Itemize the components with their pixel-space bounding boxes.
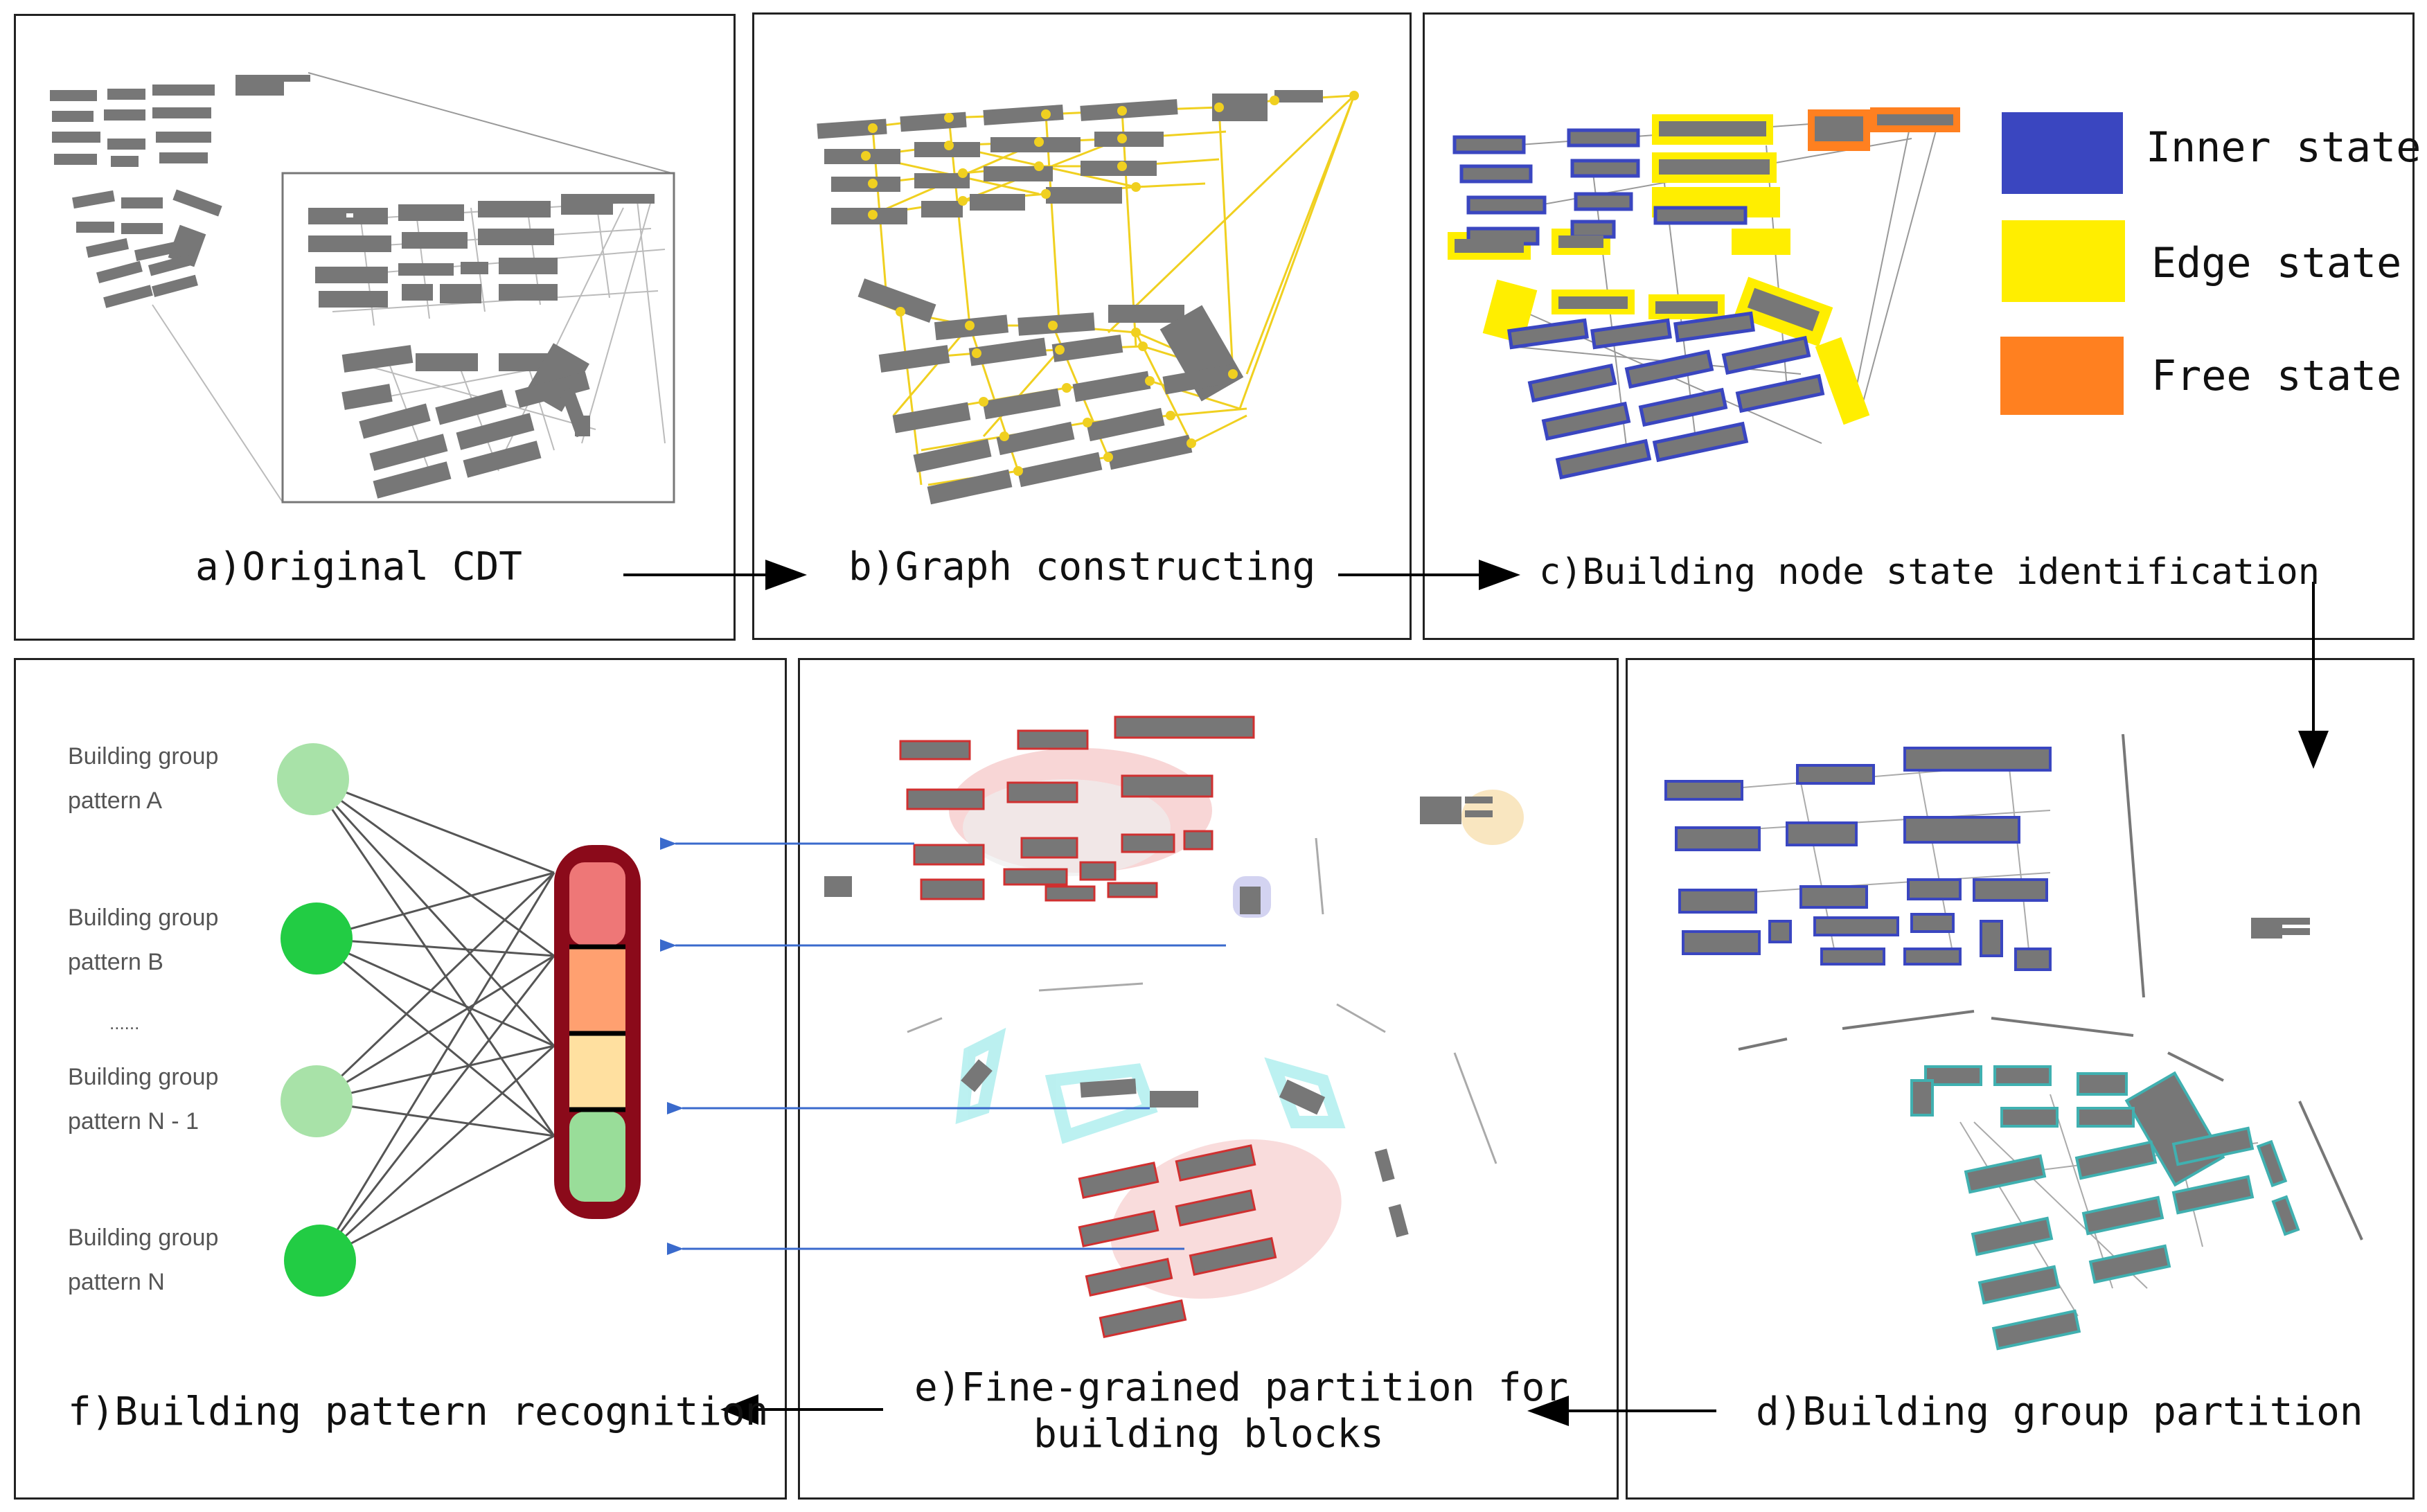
panel-pattern-recognition <box>14 658 787 1500</box>
group-partition-illustration <box>1664 733 2363 1351</box>
pattern-n-1-node <box>281 1065 353 1137</box>
legend-swatch-edge <box>2002 220 2125 302</box>
caption-b: b)Graph constructing <box>848 544 1316 589</box>
pattern-b-node <box>281 902 353 975</box>
caption-f: f)Building pattern recognition <box>68 1389 769 1434</box>
pattern-a-line2: pattern A <box>68 788 163 814</box>
pattern-b-line1: Building group <box>68 905 219 931</box>
legend-swatch-inner <box>2002 112 2123 194</box>
feature-vector <box>554 845 641 1219</box>
pattern-a-node <box>277 743 349 815</box>
vector-segment-3 <box>569 1035 625 1108</box>
pattern-n-1-line1: Building group <box>68 1064 219 1090</box>
legend-label-free: Free state <box>2151 352 2402 400</box>
legend-label-edge: Edge state <box>2151 239 2402 287</box>
caption-a: a)Original CDT <box>195 544 523 589</box>
vector-segment-4 <box>569 1112 625 1202</box>
legend-swatch-free <box>2000 337 2124 415</box>
pattern-ellipsis: ...... <box>109 1013 140 1033</box>
pattern-n-node <box>284 1225 356 1297</box>
pattern-n-line1: Building group <box>68 1225 219 1251</box>
pattern-b-label: Building group pattern B <box>68 896 218 984</box>
caption-d: d)Building group partition <box>1756 1389 2363 1434</box>
caption-e-line2: building blocks <box>1033 1412 1384 1457</box>
neural-network-illustration <box>310 778 555 1262</box>
pattern-n-label: Building group pattern N <box>68 1216 218 1304</box>
pattern-n-1-line2: pattern N - 1 <box>68 1108 199 1135</box>
graph-illustration <box>817 90 1359 505</box>
caption-e-line1: e)Fine-grained partition for <box>914 1365 1569 1410</box>
pattern-a-label: Building group pattern A <box>68 734 218 823</box>
caption-c: c)Building node state identification <box>1539 551 2320 593</box>
pattern-b-line2: pattern B <box>68 949 163 975</box>
vector-segment-1 <box>569 862 625 945</box>
pattern-a-line1: Building group <box>68 743 219 770</box>
fine-partition-illustration <box>824 715 1524 1338</box>
legend-label-inner: Inner state <box>2146 123 2421 172</box>
pattern-n-1-label: Building group pattern N - 1 <box>68 1055 218 1144</box>
cdt-illustration <box>50 72 675 504</box>
vector-segment-2 <box>569 949 625 1032</box>
state-illustration <box>1448 107 1960 480</box>
pattern-n-line2: pattern N <box>68 1269 165 1295</box>
caption-e: e)Fine-grained partition for building bl… <box>914 1364 1569 1457</box>
